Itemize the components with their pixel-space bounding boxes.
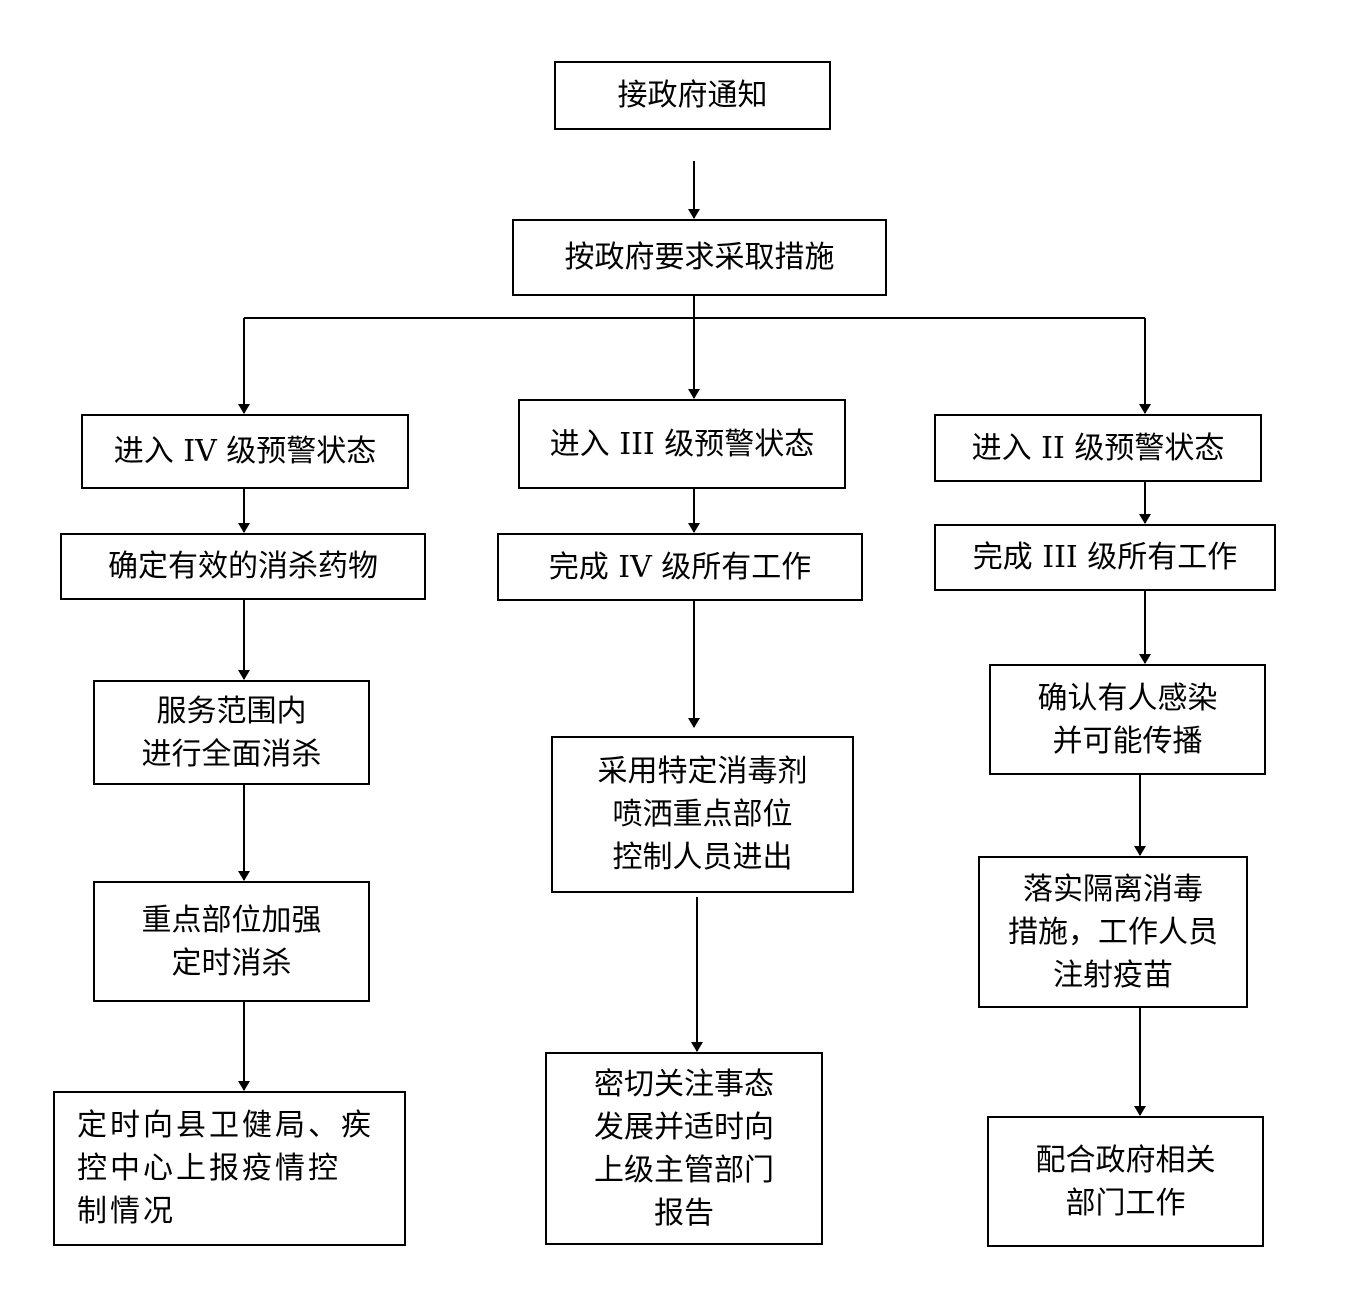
level4-step-label: 重点部位加强 定时消杀 [141,902,322,981]
level3-step-box: 完成 IV 级所有工作 [497,533,863,601]
level4-step-box: 服务范围内 进行全面消杀 [93,680,370,785]
level2-step-label: 配合政府相关 部门工作 [1035,1142,1216,1221]
level2-step-box: 配合政府相关 部门工作 [987,1116,1264,1247]
notice-label: 接政府通知 [617,78,768,113]
level3-step-box: 采用特定消毒剂 喷洒重点部位 控制人员进出 [551,736,854,893]
level4-step-box: 确定有效的消杀药物 [60,533,426,600]
level2-enter-box: 进入 II 级预警状态 [934,414,1262,482]
level2-step-label: 落实隔离消毒 措施，工作人员 注射疫苗 [1008,871,1218,993]
measures-box: 按政府要求采取措施 [512,219,887,296]
level3-step-label: 完成 IV 级所有工作 [548,549,812,585]
level4-step-label: 服务范围内 进行全面消杀 [141,693,322,772]
level4-step-box: 重点部位加强 定时消杀 [93,881,370,1002]
level4-enter-label: 进入 IV 级预警状态 [113,434,377,469]
level2-step-label: 完成 III 级所有工作 [972,540,1238,575]
level3-step-label: 采用特定消毒剂 喷洒重点部位 控制人员进出 [597,754,808,875]
level4-step-label: 确定有效的消杀药物 [108,549,378,584]
level4-step-box: 定时向县卫健局、疾 控中心上报疫情控 制情况 [53,1091,406,1246]
level3-step-label: 密切关注事态 发展并适时向 上级主管部门 报告 [594,1066,774,1231]
level3-enter-label: 进入 III 级预警状态 [549,426,815,462]
level4-step-label: 定时向县卫健局、疾 控中心上报疫情控 制情况 [77,1108,374,1229]
level2-enter-label: 进入 II 级预警状态 [971,430,1225,466]
level4-enter-box: 进入 IV 级预警状态 [81,414,409,489]
level2-step-box: 确认有人感染 并可能传播 [989,664,1266,775]
level2-step-box: 完成 III 级所有工作 [934,524,1276,591]
level2-step-label: 确认有人感染 并可能传播 [1037,680,1218,759]
level3-step-box: 密切关注事态 发展并适时向 上级主管部门 报告 [545,1052,823,1245]
level3-enter-box: 进入 III 级预警状态 [518,399,846,489]
notice-box: 接政府通知 [554,61,831,130]
measures-label: 按政府要求采取措施 [564,240,835,275]
level2-step-box: 落实隔离消毒 措施，工作人员 注射疫苗 [978,856,1248,1008]
